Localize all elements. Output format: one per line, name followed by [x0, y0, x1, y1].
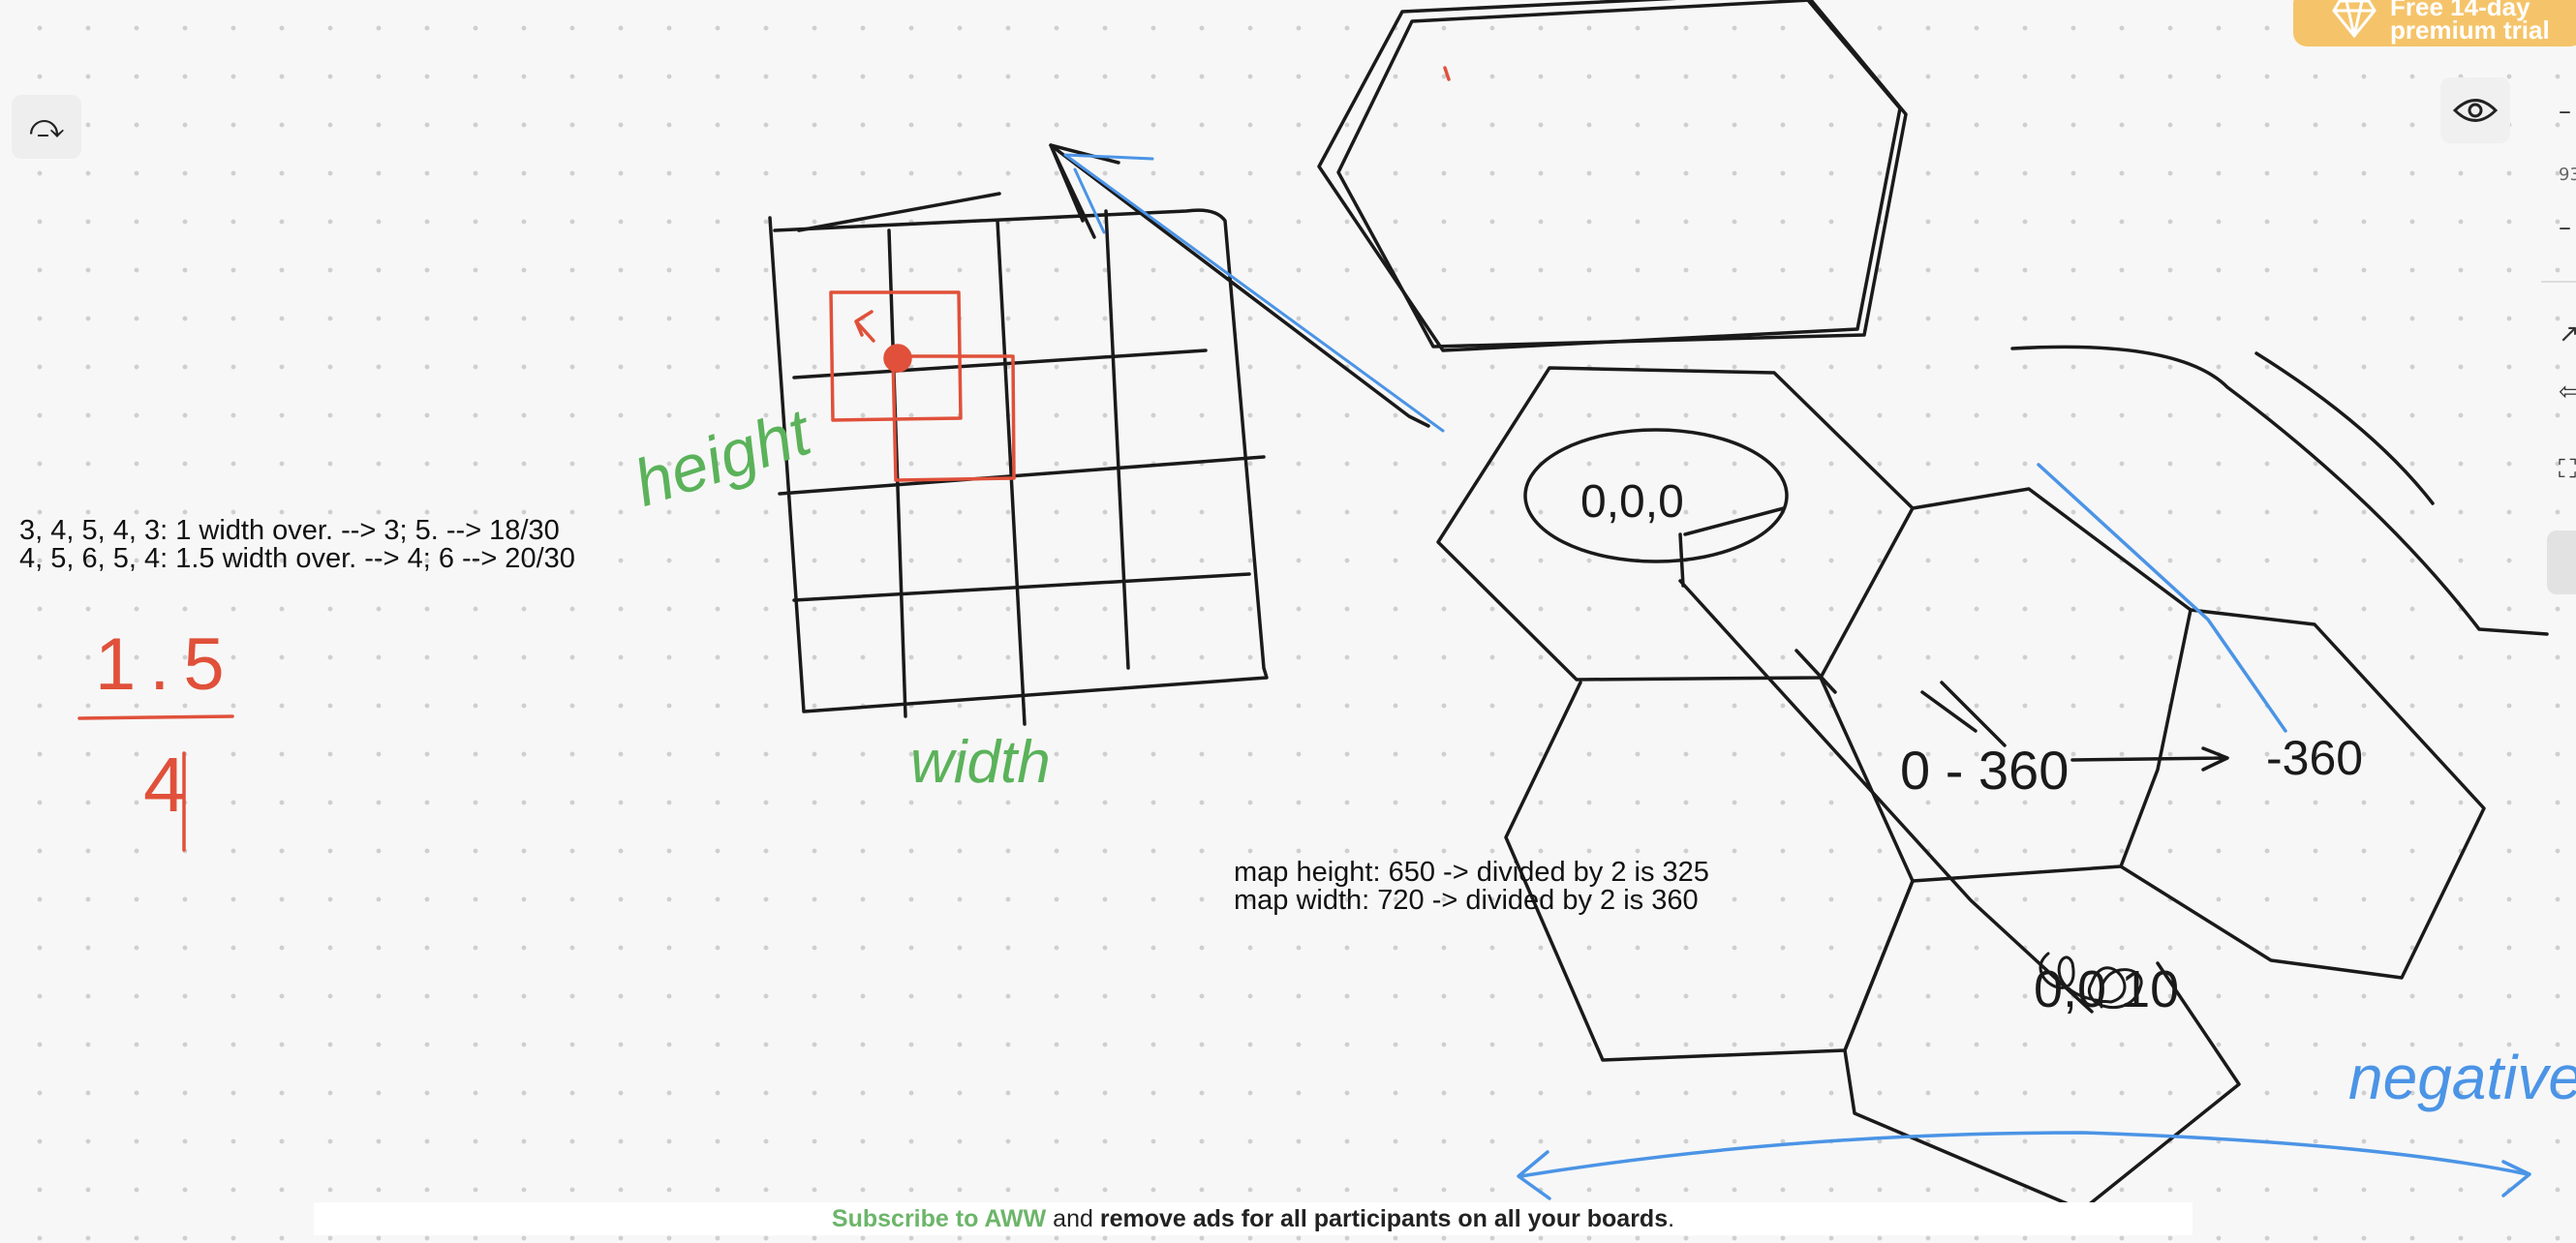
diagonal-arrow	[1049, 143, 1445, 433]
redo-icon: ⤼	[28, 107, 65, 146]
fraction-numerator: 1.5	[95, 623, 238, 706]
label-width: width	[910, 729, 1051, 796]
redo-button[interactable]: ⤼	[12, 95, 81, 159]
zoom-level: 93	[2559, 165, 2576, 185]
blue-axis	[1517, 463, 2531, 1200]
scribble	[2039, 952, 2143, 1010]
banner-text-remove-ads: remove ads for all participants on all y…	[1099, 1204, 1669, 1232]
red-selection	[829, 290, 1016, 482]
view-mode-button[interactable]	[2440, 77, 2510, 143]
label-origin: 0,0,0	[1580, 476, 1684, 528]
eye-icon	[2452, 99, 2499, 122]
grid-sketch	[768, 192, 1269, 726]
fraction	[77, 714, 234, 852]
hexagon-top	[1317, 0, 1908, 352]
hexagon-cluster	[1436, 345, 2549, 1212]
rail-divider	[2541, 281, 2576, 283]
zoom-in-button[interactable]: –	[2559, 97, 2571, 126]
fullscreen-icon[interactable]: ⛶	[2559, 455, 2576, 484]
fraction-denominator: 4	[143, 742, 187, 828]
note-width-calc-1[interactable]: 3, 4, 5, 4, 3: 1 width over. --> 3; 5. -…	[19, 515, 560, 546]
subscribe-banner[interactable]: Subscribe to AWW and remove ads for all …	[314, 1202, 2193, 1235]
note-width-calc-2[interactable]: 4, 5, 6, 5, 4: 1.5 width over. --> 4; 6 …	[19, 543, 575, 574]
premium-trial-button[interactable]: Free 14-day premium trial	[2293, 0, 2576, 46]
zoom-out-button[interactable]: –	[2559, 213, 2571, 242]
right-toolbar: – 93 – ↗ ⇦ ⛶	[2539, 87, 2576, 629]
pointer-tool-icon[interactable]: ↗	[2559, 319, 2576, 349]
label-neg360: -360	[2266, 731, 2363, 785]
subscribe-link[interactable]: Subscribe to AWW	[831, 1204, 1047, 1232]
note-map-height[interactable]: map height: 650 -> divided by 2 is 325	[1234, 857, 1709, 888]
label-height: height	[626, 394, 822, 520]
trial-label: Free 14-day premium trial	[2390, 0, 2550, 45]
active-tool-button[interactable]	[2547, 531, 2576, 594]
label-range: 0 - 360	[1900, 740, 2069, 801]
diamond-icon	[2332, 0, 2377, 38]
banner-text-period: .	[1668, 1204, 1675, 1232]
banner-text-and: and	[1046, 1204, 1100, 1232]
label-negative: negative	[2348, 1043, 2576, 1112]
note-map-width[interactable]: map width: 720 -> divided by 2 is 360	[1234, 885, 1699, 916]
pan-tool-icon[interactable]: ⇦	[2559, 378, 2576, 407]
label-zero-ten: 0,0 10	[2034, 960, 2179, 1018]
